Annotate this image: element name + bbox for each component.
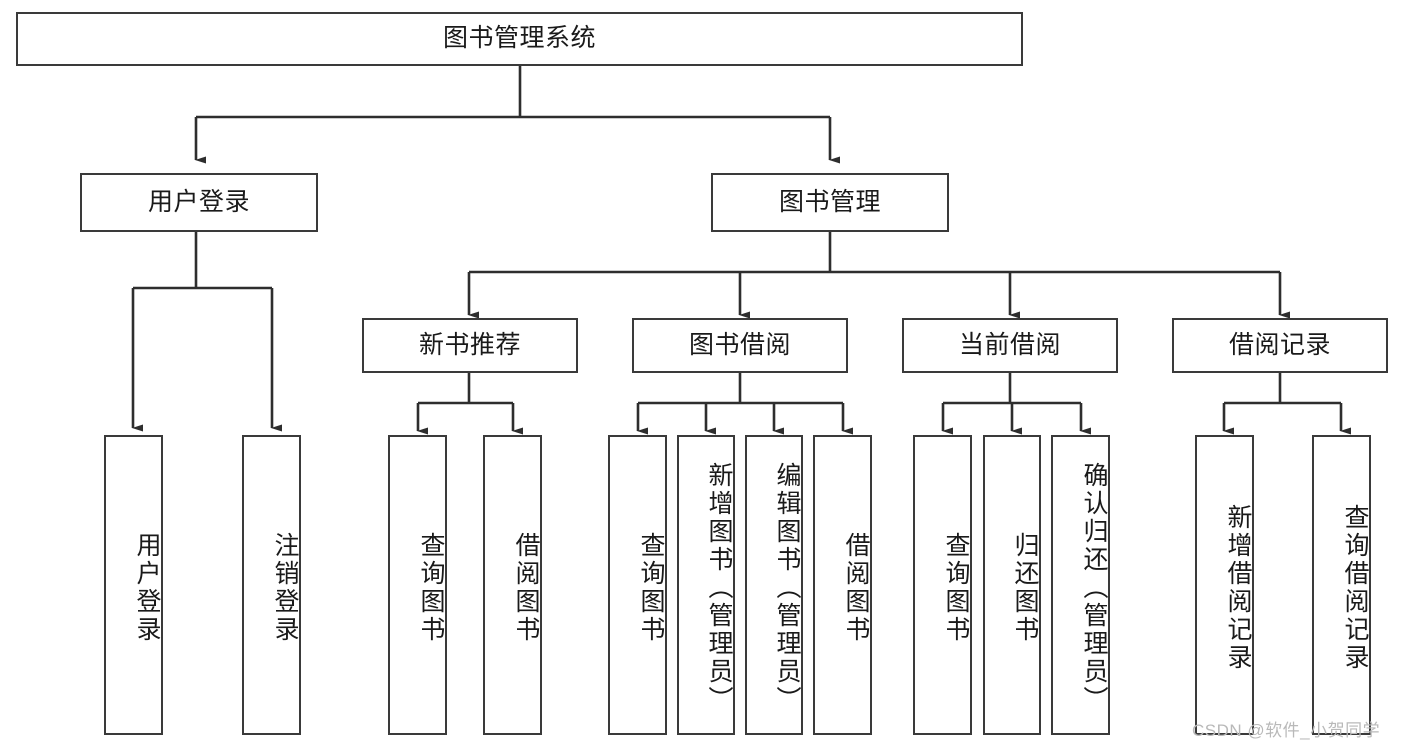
node-root-label: 图书管理系统 (442, 24, 596, 53)
leaf-confirm-return[interactable]: 确认归还（管理员） (1051, 435, 1110, 735)
node-book-manage[interactable]: 图书管理 (711, 173, 949, 232)
leaf-logout-login[interactable]: 注销登录 (242, 435, 301, 735)
leaf-return-book-label: 归还图书 (1011, 532, 1039, 644)
node-borrow-record[interactable]: 借阅记录 (1172, 318, 1388, 373)
leaf-edit-book[interactable]: 编辑图书（管理员） (745, 435, 803, 735)
leaf-borrow-book-2-label: 借阅图书 (842, 532, 870, 644)
node-current-borrow[interactable]: 当前借阅 (902, 318, 1118, 373)
leaf-query-book-2-label: 查询图书 (637, 532, 665, 644)
node-current-borrow-label: 当前借阅 (958, 330, 1061, 359)
leaf-query-book-2[interactable]: 查询图书 (608, 435, 667, 735)
leaf-add-record-label: 新增借阅记录 (1224, 504, 1252, 672)
node-borrow-record-label: 借阅记录 (1228, 330, 1331, 359)
leaf-query-book-1-label: 查询图书 (417, 532, 445, 644)
node-user-login-label: 用户登录 (147, 187, 250, 216)
node-book-borrow-label: 图书借阅 (688, 330, 791, 359)
leaf-query-record[interactable]: 查询借阅记录 (1312, 435, 1371, 735)
node-book-borrow[interactable]: 图书借阅 (632, 318, 848, 373)
leaf-query-book-3-label: 查询图书 (942, 532, 970, 644)
leaf-query-book-1[interactable]: 查询图书 (388, 435, 447, 735)
leaf-borrow-book-1-label: 借阅图书 (512, 532, 540, 644)
node-root[interactable]: 图书管理系统 (16, 12, 1023, 66)
node-new-book-rec[interactable]: 新书推荐 (362, 318, 578, 373)
leaf-query-record-label: 查询借阅记录 (1341, 504, 1369, 672)
leaf-return-book[interactable]: 归还图书 (983, 435, 1041, 735)
leaf-add-book[interactable]: 新增图书（管理员） (677, 435, 735, 735)
node-user-login[interactable]: 用户登录 (80, 173, 318, 232)
leaf-user-login[interactable]: 用户登录 (104, 435, 163, 735)
leaf-borrow-book-2[interactable]: 借阅图书 (813, 435, 872, 735)
leaf-query-book-3[interactable]: 查询图书 (913, 435, 972, 735)
leaf-borrow-book-1[interactable]: 借阅图书 (483, 435, 542, 735)
leaf-edit-book-label: 编辑图书（管理员） (773, 462, 801, 714)
leaf-confirm-return-label: 确认归还（管理员） (1080, 462, 1108, 714)
node-new-book-rec-label: 新书推荐 (418, 330, 521, 359)
leaf-logout-login-label: 注销登录 (271, 532, 299, 644)
watermark: CSDN @软件_小贺同学 (1192, 721, 1381, 740)
leaf-user-login-label: 用户登录 (133, 532, 161, 644)
leaf-add-book-label: 新增图书（管理员） (705, 462, 733, 714)
node-book-manage-label: 图书管理 (778, 187, 881, 216)
leaf-add-record[interactable]: 新增借阅记录 (1195, 435, 1254, 735)
